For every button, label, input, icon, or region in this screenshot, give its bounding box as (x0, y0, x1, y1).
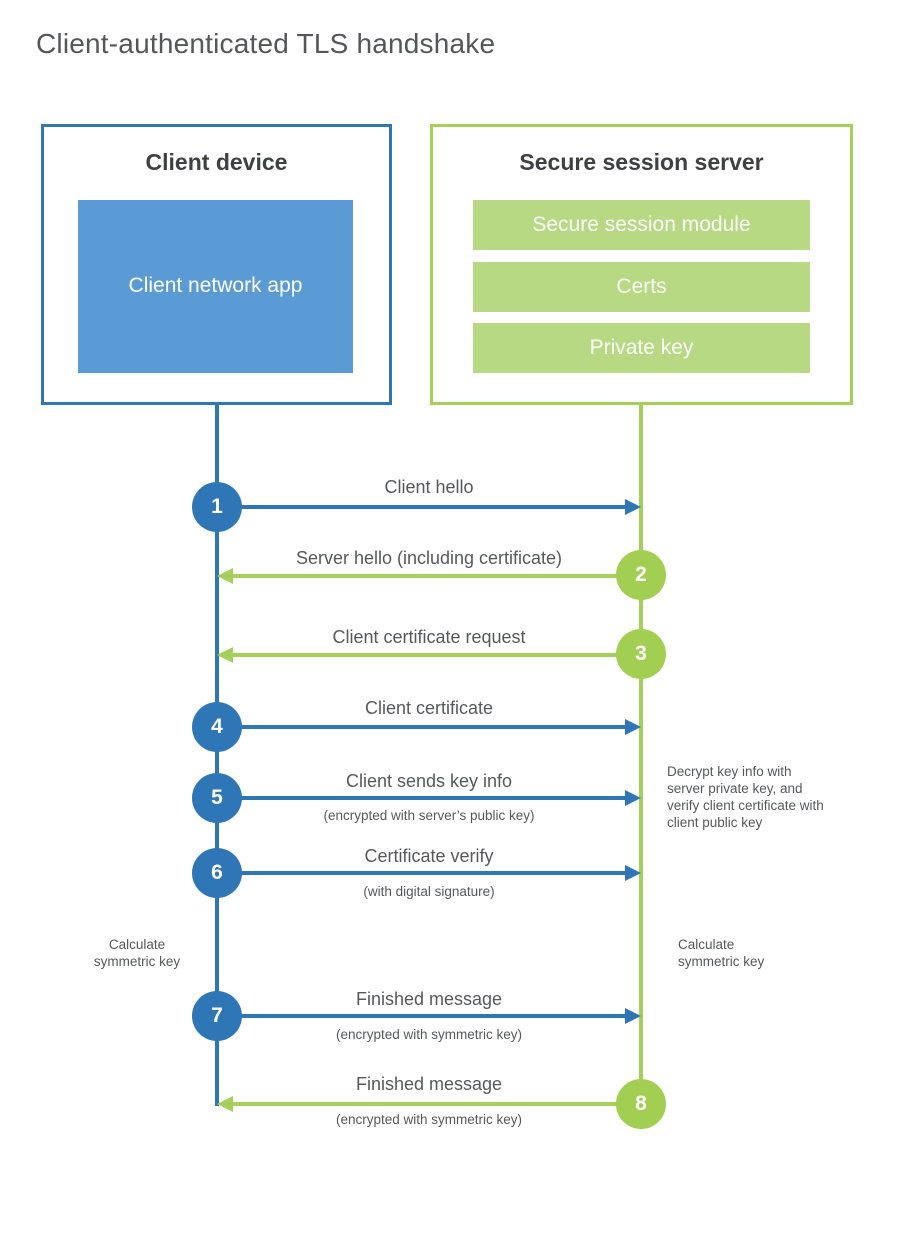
page-title: Client-authenticated TLS handshake (36, 28, 496, 59)
arrow-shaft (217, 871, 628, 875)
message-label-5: Client sends key info (345, 771, 513, 791)
step-badge-3: 3 (616, 629, 666, 679)
step-number: 8 (635, 1092, 647, 1115)
message-label-1: Client hello (384, 477, 474, 497)
step-number: 1 (211, 495, 223, 518)
step-badge-7: 7 (192, 991, 242, 1041)
message-sublabel-6: (with digital signature) (363, 884, 495, 899)
message-label-4: Client certificate (364, 698, 494, 718)
message-label-6: Certificate verify (364, 846, 494, 866)
message-arrow-1 (217, 499, 641, 515)
message-arrow-5 (217, 790, 641, 806)
client-device-title: Client device (145, 149, 288, 175)
server-module-label: Certs (616, 275, 667, 298)
message-sublabel-5: (encrypted with server’s public key) (323, 808, 535, 823)
step-badge-1: 1 (192, 482, 242, 532)
step-number: 7 (211, 1004, 223, 1027)
server-module-label: Private key (589, 336, 694, 359)
arrow-shaft (217, 505, 628, 509)
message-label-2: Server hello (including certificate) (295, 548, 563, 568)
message-arrow-4 (217, 719, 641, 735)
server-lifeline (639, 405, 643, 1106)
message-arrow-2 (217, 568, 641, 584)
arrowhead-right-icon (625, 865, 641, 881)
message-arrow-3 (217, 647, 641, 663)
calculate-symmetric-key-note-client: Calculate symmetric key (93, 937, 181, 969)
arrowhead-left-icon (217, 568, 233, 584)
arrow-shaft (230, 1102, 641, 1106)
step-number: 2 (635, 563, 647, 586)
message-label-3: Client certificate request (332, 627, 526, 647)
arrowhead-right-icon (625, 499, 641, 515)
server-module-bar: Certs (473, 262, 810, 312)
arrowhead-right-icon (625, 719, 641, 735)
step-badge-2: 2 (616, 550, 666, 600)
step-number: 5 (211, 786, 223, 809)
step-badge-4: 4 (192, 702, 242, 752)
arrow-shaft (230, 653, 641, 657)
step-badge-6: 6 (192, 848, 242, 898)
step-badge-8: 8 (616, 1079, 666, 1129)
server-module-bar: Secure session module (473, 200, 810, 250)
step-number: 3 (635, 642, 647, 665)
step-number: 6 (211, 861, 223, 884)
calculate-symmetric-key-note-server: Calculate symmetric key (678, 937, 765, 969)
client-lifeline (215, 405, 219, 1106)
arrow-shaft (217, 725, 628, 729)
message-sublabel-7: (encrypted with symmetric key) (335, 1027, 523, 1042)
decrypt-key-note: Decrypt key info with server private key… (667, 764, 824, 830)
step-number: 4 (211, 715, 223, 738)
server-module-label: Secure session module (532, 213, 751, 236)
arrow-shaft (230, 574, 641, 578)
message-sublabel-8: (encrypted with symmetric key) (335, 1112, 523, 1127)
arrowhead-left-icon (217, 1096, 233, 1112)
arrowhead-right-icon (625, 1008, 641, 1024)
client-network-app-label: Client network app (128, 274, 303, 298)
message-arrow-6 (217, 865, 641, 881)
message-arrow-8 (217, 1096, 641, 1112)
message-arrow-7 (217, 1008, 641, 1024)
message-label-7: Finished message (355, 989, 503, 1009)
step-badge-5: 5 (192, 773, 242, 823)
message-label-8: Finished message (355, 1074, 503, 1094)
arrowhead-right-icon (625, 790, 641, 806)
arrowhead-left-icon (217, 647, 233, 663)
arrow-shaft (217, 796, 628, 800)
arrow-shaft (217, 1014, 628, 1018)
server-module-bar: Private key (473, 323, 810, 373)
secure-session-server-title: Secure session server (519, 149, 764, 175)
client-network-app-box: Client network app (78, 200, 353, 373)
